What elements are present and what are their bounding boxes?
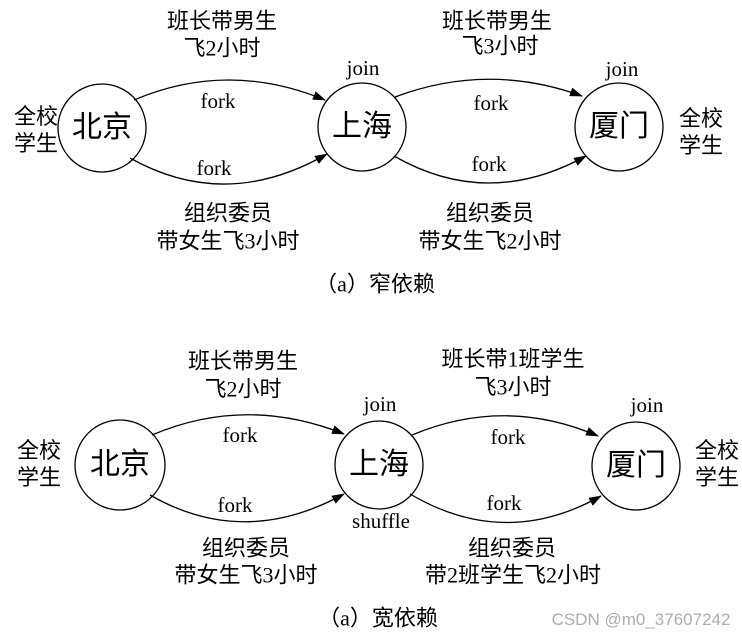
- edge-arc-bj-sh-bottom-narrow: [129, 153, 328, 185]
- caption-narrow-dependency: （a）窄依赖: [315, 271, 435, 297]
- node-circle-xiamen-wide: [591, 421, 681, 511]
- edge-label-organizer-line2-narrow: 带女生飞3小时: [156, 228, 300, 254]
- node-label-xiamen-narrow: 厦门: [589, 109, 649, 143]
- edge-label-organizer-line2-wide: 带女生飞3小时: [174, 562, 318, 588]
- edge-label-monitor-boys-line1-narrow: 班长带男生: [166, 8, 278, 34]
- caption-wide-dependency: （a）宽依赖: [318, 605, 438, 631]
- join-label-shanghai-wide: join: [363, 391, 397, 416]
- side-label-line1: 全校: [694, 438, 740, 463]
- edge-label-monitor-boys2-line1-narrow: 班长带男生: [441, 8, 553, 34]
- edge-label-organizer-line1-narrow: 组织委员: [183, 200, 273, 226]
- edge-label-monitor-boys2-line2-narrow: 飞3小时: [461, 33, 539, 59]
- node-label-shanghai-narrow: 上海: [332, 109, 392, 143]
- edge-label-organizer2-line1-wide: 组织委员: [467, 535, 557, 561]
- side-label-all-students-right-wide: 全校 学生: [695, 437, 739, 491]
- join-label-xiamen-wide: join: [630, 392, 664, 417]
- fork-label-2-wide: fork: [490, 424, 526, 449]
- edge-arc-bj-sh-top-narrow: [133, 79, 326, 101]
- node-label-xiamen-wide: 厦门: [606, 448, 666, 482]
- edge-arc-bj-sh-top-wide: [151, 414, 345, 436]
- side-label-all-students-left-wide: 全校 学生: [17, 437, 61, 491]
- join-label-xiamen-narrow: join: [605, 56, 639, 81]
- edge-label-organizer2-line2-wide: 带2班学生飞2小时: [424, 562, 602, 588]
- edge-label-monitor-boys-line1-wide: 班长带男生: [187, 348, 299, 374]
- side-label-line2: 学生: [16, 465, 62, 490]
- fork-label-4-wide: fork: [486, 490, 522, 515]
- side-label-line1: 全校: [16, 438, 62, 463]
- fork-label-3-wide: fork: [217, 492, 253, 517]
- shuffle-label-wide: shuffle: [352, 508, 410, 533]
- side-label-line2: 学生: [678, 133, 724, 158]
- fork-label-3-narrow: fork: [196, 155, 232, 180]
- edge-arc-sh-xm-bottom-wide: [409, 493, 602, 524]
- side-label-line1: 全校: [678, 106, 724, 131]
- side-label-line2: 学生: [694, 465, 740, 490]
- node-circle-beijing-narrow: [57, 83, 147, 173]
- edge-arc-sh-xm-top-narrow: [394, 78, 583, 98]
- node-circle-shanghai-narrow: [317, 82, 407, 172]
- edge-label-organizer2-line1-narrow: 组织委员: [445, 200, 535, 226]
- node-label-shanghai-wide: 上海: [349, 447, 409, 481]
- side-label-all-students-left-narrow: 全校 学生: [14, 103, 58, 157]
- edge-label-monitor-boys-line2-wide: 飞2小时: [204, 376, 282, 402]
- edge-arc-sh-xm-top-wide: [411, 415, 599, 437]
- edge-label-monitor-class1-line1-wide: 班长带1班学生: [441, 346, 585, 372]
- node-circle-shanghai-wide: [334, 420, 424, 510]
- side-label-line1: 全校: [13, 104, 59, 129]
- node-label-beijing-narrow: 北京: [72, 110, 132, 144]
- edge-arc-bj-sh-bottom-wide: [149, 493, 345, 523]
- edge-label-monitor-class1-line2-wide: 飞3小时: [474, 374, 552, 400]
- edge-arc-sh-xm-bottom-narrow: [393, 155, 587, 184]
- node-label-beijing-wide: 北京: [90, 447, 150, 481]
- fork-label-2-narrow: fork: [473, 90, 509, 115]
- fork-label-1-narrow: fork: [200, 88, 236, 113]
- side-label-all-students-right-narrow: 全校 学生: [679, 105, 723, 159]
- side-label-line2: 学生: [13, 131, 59, 156]
- fork-label-1-wide: fork: [222, 422, 258, 447]
- edge-label-organizer2-line2-narrow: 带女生飞2小时: [418, 228, 562, 254]
- node-circle-xiamen-narrow: [574, 82, 664, 172]
- node-circle-beijing-wide: [74, 419, 166, 511]
- edge-label-organizer-line1-wide: 组织委员: [201, 535, 291, 561]
- join-label-shanghai-narrow: join: [346, 55, 380, 80]
- edge-label-monitor-boys-line2-narrow: 飞2小时: [183, 35, 261, 61]
- fork-label-4-narrow: fork: [471, 151, 507, 176]
- csdn-watermark: CSDN @m0_37607242: [551, 610, 731, 630]
